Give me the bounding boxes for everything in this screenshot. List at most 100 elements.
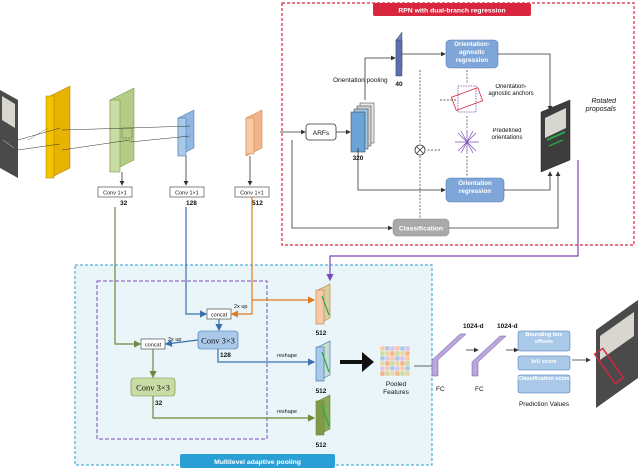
level-feature-orange [315, 283, 331, 325]
pooled-cell [384, 355, 391, 362]
rotated-proposals-image [540, 99, 571, 173]
pooled-cell [379, 350, 386, 357]
pool-arrow [340, 352, 374, 372]
pooled-cell [394, 355, 401, 362]
level-feature-green [315, 394, 331, 436]
channels-512-c: 512 [316, 442, 327, 449]
pooled-cell [404, 370, 411, 377]
rpn-title-bar [373, 3, 531, 16]
output-bbox [517, 330, 571, 352]
pooled-cell [399, 350, 406, 357]
input-image [0, 90, 18, 178]
peach-feature [245, 109, 263, 157]
pooled-cell [389, 350, 396, 357]
pooled-cell [399, 345, 406, 352]
orientations-label: Predefined orientations [491, 128, 523, 141]
output-cls [517, 374, 571, 394]
concat-label-2: concat [145, 343, 162, 349]
conv1x1-label-3: Conv 1×1 [240, 191, 264, 197]
reshape-label-2: reshape [277, 409, 297, 415]
yellow-feature [45, 85, 71, 179]
pooling-title: Multilevel adaptive pooling [214, 459, 301, 466]
channels-512-b: 512 [316, 388, 327, 395]
channels-128: 128 [186, 200, 197, 207]
rotated-proposals-label: Rotated proposals [585, 98, 616, 113]
fusion-region [96, 280, 268, 440]
fc-dim-2: 1024-d [497, 323, 518, 330]
pooled-cell [379, 365, 386, 372]
conv1x1-label-1: Conv 1×1 [103, 191, 127, 197]
conv3x3-label-1: Conv 3×3 [201, 336, 235, 346]
output-iou [517, 355, 571, 371]
pooled-cell [389, 360, 396, 367]
pooled-features-label-a: Pooled [386, 381, 407, 388]
pooled-features-label-b: Features [383, 389, 409, 396]
arfs-label: ARFs [313, 130, 330, 137]
pooled-cell [389, 345, 396, 352]
channels-512: 512 [252, 200, 263, 207]
lightblue-feature [177, 109, 195, 157]
pooled-cell [384, 350, 391, 357]
orientation-agnostic-regression-label: Orientation-agnostic regression [454, 41, 490, 64]
pooled-cell [404, 350, 411, 357]
fc-label-2: FC [475, 386, 484, 393]
conv3x3-label-2: Conv 3×3 [136, 383, 170, 393]
pooled-cell [379, 345, 386, 352]
fc-layer-2 [471, 335, 507, 377]
channels-40: 40 [395, 81, 403, 88]
pooled-cell [394, 345, 401, 352]
classification-label: Classification [399, 226, 443, 233]
output-bbox-label: Bounding box offsets [525, 332, 563, 345]
pooled-cell [389, 355, 396, 362]
pooled-cell [394, 370, 401, 377]
pooled-cell [394, 350, 401, 357]
pooled-cell [404, 345, 411, 352]
fc-label-1: FC [436, 386, 445, 393]
pooled-cell [399, 370, 406, 377]
pooled-cell [379, 370, 386, 377]
output-image [593, 300, 638, 408]
anchors-label: Orientation-agnostic anchors [488, 84, 534, 97]
pooled-cell [404, 360, 411, 367]
pooled-cell [399, 365, 406, 372]
pooled-cell [404, 365, 411, 372]
anchors-icon [450, 85, 484, 113]
pooled-features-grid [379, 345, 411, 377]
conv1x1-label-2: Conv 1×1 [175, 191, 199, 197]
channels-32: 32 [120, 200, 128, 207]
orientation-regression-label: Orientation regression [458, 180, 492, 195]
pooled-cell [394, 365, 401, 372]
channels-128-pool: 128 [220, 352, 231, 359]
pooled-cell [384, 370, 391, 377]
fc-dim-1: 1024-d [463, 323, 484, 330]
upsample-label-1: 2x up [234, 304, 247, 310]
reshape-label-1: reshape [277, 353, 297, 359]
channels-512-a: 512 [316, 330, 327, 337]
pooled-cell [379, 360, 386, 367]
pooling-title-bar [180, 454, 335, 468]
conv1x1-box-1 [97, 186, 133, 198]
rpn-title: RPN with dual-branch regression [398, 8, 505, 15]
concat-label-1: concat [211, 313, 228, 319]
orientation-pooling-label: Orientation pooling [333, 77, 388, 84]
tensor-product-icon [414, 144, 426, 156]
pooling-region [74, 264, 433, 466]
pooled-cell [379, 355, 386, 362]
channels-32-pool: 32 [155, 400, 163, 407]
pooled-cell [384, 345, 391, 352]
pooled-cell [389, 370, 396, 377]
upsample-label-2: 2x up [168, 337, 181, 343]
pooled-cell [394, 360, 401, 367]
pooled-cell [399, 360, 406, 367]
pooled-cell [384, 360, 391, 367]
orientations-icon [455, 130, 479, 154]
prediction-values-label: Prediction Values [519, 401, 570, 408]
classification-box [392, 218, 450, 237]
level-feature-blue [315, 340, 331, 382]
pooled-cell [384, 365, 391, 372]
feature-40-front [395, 39, 403, 77]
pooled-cell [389, 365, 396, 372]
output-iou-label: IoU score [531, 359, 557, 365]
output-cls-label: Classification score [518, 376, 570, 382]
